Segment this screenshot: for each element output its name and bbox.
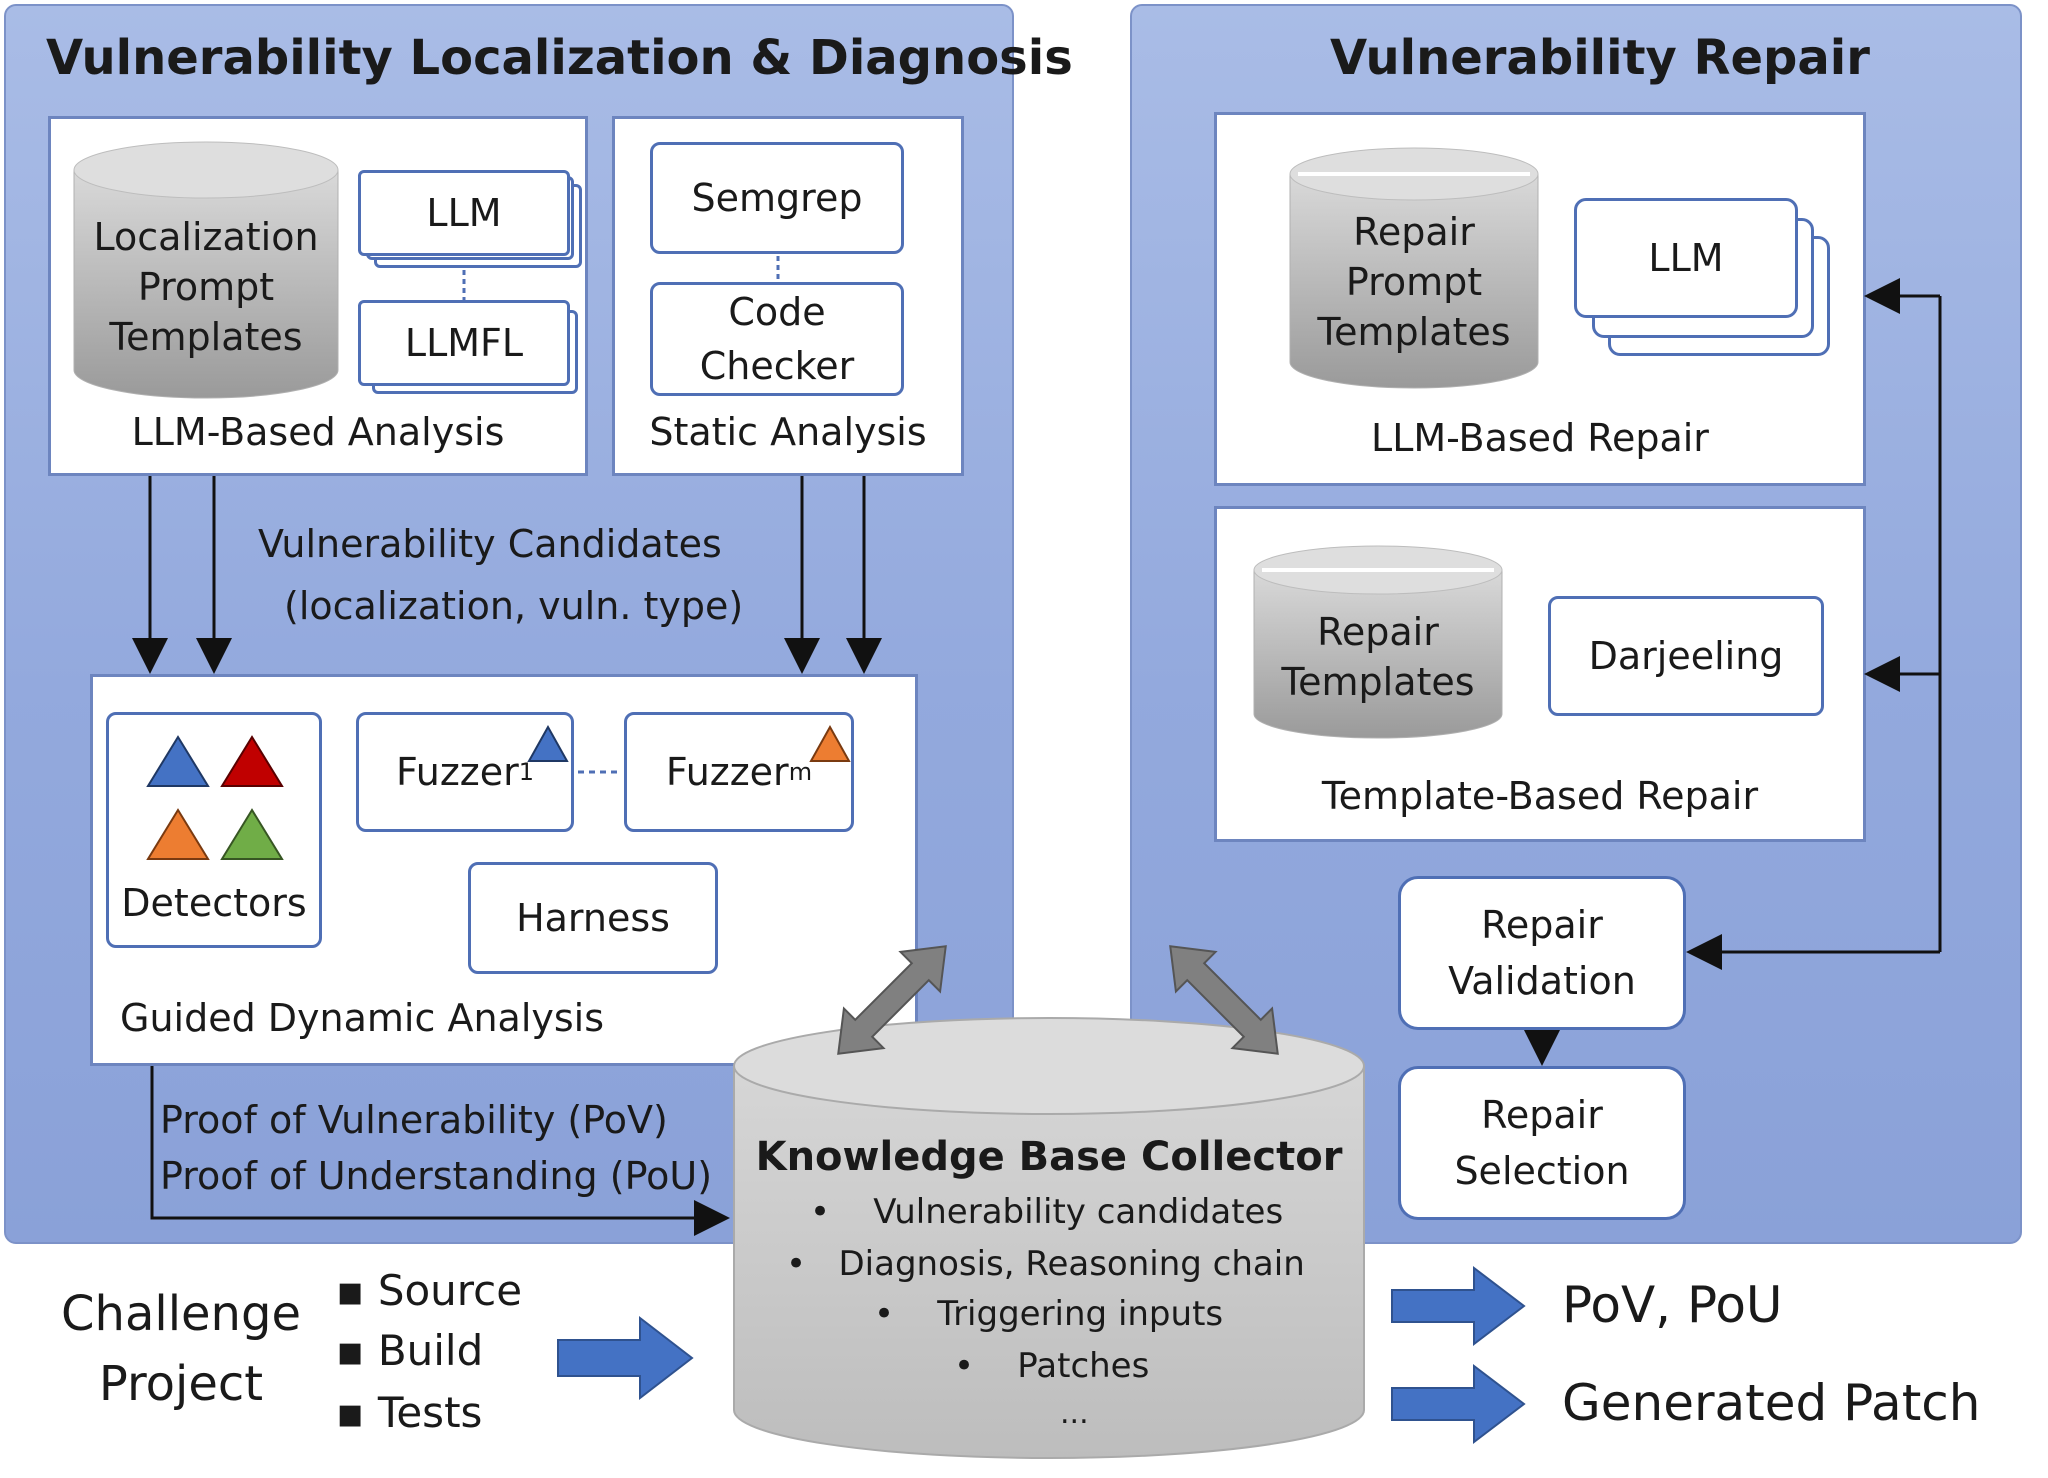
challenge-label: Challenge <box>61 1286 301 1342</box>
template-based-repair-caption: Template-Based Repair <box>1321 774 1759 818</box>
kb-bullet-2: • Diagnosis, Reasoning chain <box>786 1244 1305 1284</box>
left-bidirectional-arrow <box>837 945 947 1055</box>
fuzzer-1-subscript: 1 <box>518 758 535 786</box>
kb-item-1: Vulnerability candidates <box>873 1192 1284 1232</box>
llm-analysis-node: LLM <box>358 170 570 256</box>
repair-validation-label-2: Validation <box>1448 959 1636 1003</box>
kb-item-4: Patches <box>1017 1346 1150 1386</box>
fuzzer-m-triangle <box>809 724 851 762</box>
repair-prompt-templates-db <box>1288 146 1540 390</box>
repair-templates-db <box>1252 544 1504 740</box>
repair-db-label-repair: Repair <box>1353 210 1475 254</box>
localization-panel-title: Vulnerability Localization & Diagnosis <box>46 30 1073 86</box>
kb-bullet-4: • Patches <box>954 1346 1150 1386</box>
output-pov-pou: PoV, PoU <box>1562 1276 1783 1334</box>
code-checker-node: Code Checker <box>650 282 904 396</box>
challenge-to-kb-arrow <box>557 1315 694 1401</box>
kb-item-2: Diagnosis, Reasoning chain <box>838 1244 1305 1284</box>
proof-to-knowledge-arrow <box>150 1066 730 1236</box>
llmfl-label: LLMFL <box>404 321 524 365</box>
challenge-item-build: ▪ Build <box>336 1326 484 1375</box>
repair-selection-node: Repair Selection <box>1398 1066 1686 1220</box>
templates-db-label-templates: Templates <box>1281 660 1475 704</box>
vulnerability-candidates-label: Vulnerability Candidates <box>258 522 722 566</box>
challenge-item-build-label: Build <box>377 1326 484 1375</box>
repair-validation-node: Repair Validation <box>1398 876 1686 1030</box>
knowledge-base-collector-db <box>732 1016 1366 1460</box>
project-label: Project <box>98 1356 264 1412</box>
code-checker-label-1: Code <box>728 290 826 334</box>
detector-triangle-green <box>220 808 284 860</box>
fuzzer-1-triangle <box>527 724 569 762</box>
kb-to-patch-arrow <box>1391 1363 1526 1445</box>
fuzzer-m-label: Fuzzer <box>665 750 789 794</box>
db-label-localization: Localization <box>93 215 319 259</box>
vulnerability-candidates-detail: (localization, vuln. type) <box>284 584 744 628</box>
repair-validation-label-1: Repair <box>1481 903 1603 947</box>
detector-triangles <box>146 735 284 860</box>
db-label-prompt: Prompt <box>137 265 275 309</box>
kb-item-3: Triggering inputs <box>937 1294 1224 1334</box>
kb-ellipsis: ... <box>1060 1396 1089 1431</box>
repair-db-label-templates: Templates <box>1317 310 1511 354</box>
detectors-label: Detectors <box>121 881 307 925</box>
kb-to-pov-arrow <box>1391 1265 1526 1347</box>
challenge-item-source-label: Source <box>377 1266 523 1315</box>
harness-label: Harness <box>516 896 670 940</box>
challenge-item-source: ▪ Source <box>336 1266 523 1315</box>
localization-prompt-templates-db <box>72 140 340 400</box>
fuzzer-m-subscript: m <box>788 758 813 786</box>
detector-triangle-orange <box>146 808 210 860</box>
repair-llm-node: LLM <box>1574 198 1798 318</box>
semgrep-label: Semgrep <box>691 176 863 220</box>
repair-db-label-prompt: Prompt <box>1345 260 1483 304</box>
darjeeling-node: Darjeeling <box>1548 596 1824 716</box>
templates-db-label-repair: Repair <box>1317 610 1439 654</box>
challenge-item-tests-label: Tests <box>377 1388 483 1437</box>
db-label-templates: Templates <box>109 315 303 359</box>
proof-of-vulnerability-label: Proof of Vulnerability (PoV) <box>160 1098 668 1142</box>
repair-panel-title: Vulnerability Repair <box>1330 30 1870 86</box>
challenge-item-tests: ▪ Tests <box>336 1388 483 1437</box>
fuzzer-1-label: Fuzzer <box>395 750 519 794</box>
kb-bullet-1: • Vulnerability candidates <box>810 1192 1284 1232</box>
llm-based-analysis-caption: LLM-Based Analysis <box>131 410 505 454</box>
repair-llm-label: LLM <box>1648 236 1724 280</box>
llmfl-node: LLMFL <box>358 300 570 386</box>
proof-of-understanding-label: Proof of Understanding (PoU) <box>160 1154 713 1198</box>
guided-dynamic-analysis-caption: Guided Dynamic Analysis <box>120 996 605 1040</box>
repair-selection-label-2: Selection <box>1454 1149 1630 1193</box>
semgrep-node: Semgrep <box>650 142 904 254</box>
detector-triangle-red <box>220 735 284 787</box>
static-analysis-caption: Static Analysis <box>649 410 927 454</box>
darjeeling-label: Darjeeling <box>1588 634 1784 678</box>
llm-based-repair-caption: LLM-Based Repair <box>1371 416 1709 460</box>
detector-triangle-blue <box>146 735 210 787</box>
detectors-node: Detectors <box>106 712 322 948</box>
repair-selection-label-1: Repair <box>1481 1093 1603 1137</box>
kb-bullet-3: • Triggering inputs <box>874 1294 1224 1334</box>
knowledge-base-title: Knowledge Base Collector <box>755 1134 1343 1180</box>
harness-node: Harness <box>468 862 718 974</box>
output-generated-patch: Generated Patch <box>1562 1374 1981 1432</box>
llm-analysis-label: LLM <box>426 191 502 235</box>
right-bidirectional-arrow <box>1169 945 1279 1055</box>
code-checker-label-2: Checker <box>699 344 855 388</box>
